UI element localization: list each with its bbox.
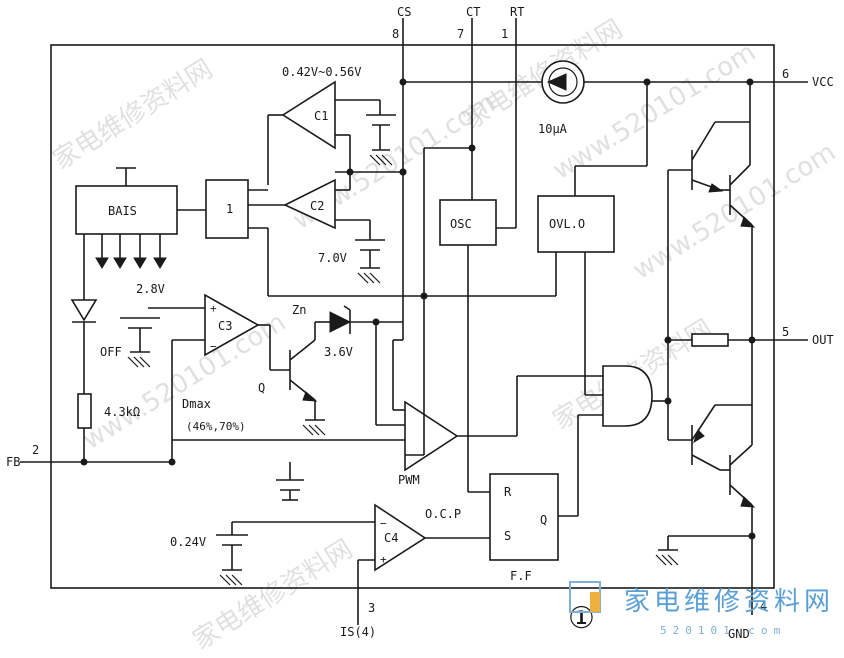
pin-gnd-number: 4: [760, 599, 767, 613]
ff-r-label: R: [504, 485, 512, 499]
pin-ct: CT 7: [457, 5, 480, 45]
pin-cs-number: 8: [392, 27, 399, 41]
c2-ref-label: 7.0V: [318, 251, 347, 265]
comparator-c2: C2 7.0V: [283, 168, 407, 284]
pin-vcc-number: 6: [782, 67, 789, 81]
c4-plus: +: [380, 553, 387, 566]
pin-gnd-label: GND: [728, 627, 750, 641]
transistor-q-label: Q: [258, 381, 265, 395]
logo-mark-accent: [590, 592, 600, 612]
pwm-comparator: PWM: [276, 147, 603, 501]
c4-minus: −: [380, 517, 387, 530]
ocp-label: O.C.P: [425, 507, 461, 521]
output-stage: 5 OUT 4 GND: [655, 82, 834, 641]
bias-block: BAIS: [75, 167, 206, 269]
logo-url-text: 520101.com: [660, 624, 786, 637]
logic-gate-1: 1: [205, 179, 556, 297]
ovlo-block: OVL.O: [537, 82, 648, 396]
pin-ct-label: CT: [466, 5, 480, 19]
comparator-c3: C3 + − 2.8V OFF: [100, 282, 271, 370]
c3-plus: +: [210, 302, 217, 315]
dmax-annotation: Dmax (46%,70%): [182, 397, 246, 433]
watermark-text: 家电维修资料网: [188, 534, 358, 656]
c1-ref-label: 0.42V~0.56V: [282, 65, 361, 79]
transistor-q: Q: [258, 322, 326, 436]
output-logic-gate: [602, 169, 692, 441]
c3-ref-label: 2.8V: [136, 282, 165, 296]
pin-out-label: OUT: [812, 333, 834, 347]
c4-ref-label: 0.24V: [170, 535, 206, 549]
comparator-c4: C4 − + O.C.P 0.24V 3 IS(4): [170, 503, 490, 639]
comparator-c4-label: C4: [384, 531, 398, 545]
ff-q-label: Q: [540, 513, 547, 527]
flip-flop: R S Q F.F: [489, 414, 603, 583]
watermark-text: 家电维修资料网: [48, 54, 218, 176]
watermark-text: www.520101.com: [628, 137, 841, 286]
pin-out-number: 5: [782, 325, 789, 339]
oscillator-label: OSC: [450, 217, 472, 231]
pwm-label: PWM: [398, 473, 420, 487]
pin-rt-number: 1: [501, 27, 508, 41]
zener-name-label: Zn: [292, 303, 306, 317]
pin-is-label: IS(4): [340, 625, 376, 639]
ff-label: F.F: [510, 569, 532, 583]
current-source-10ua: 10μA: [538, 60, 585, 136]
dmax-label: Dmax: [182, 397, 211, 411]
comparator-c1: C1 0.42V~0.56V: [267, 65, 396, 185]
pin-ct-number: 7: [457, 27, 464, 41]
zener-volt-label: 3.6V: [324, 345, 353, 359]
pin-is-number: 3: [368, 601, 375, 615]
pin-vcc-label: VCC: [812, 75, 834, 89]
comparator-c2-label: C2: [310, 199, 324, 213]
comparator-c1-label: C1: [314, 109, 328, 123]
dmax-value: (46%,70%): [186, 420, 246, 433]
cs-to-pwm-wire: [392, 168, 407, 411]
pin-fb-label: FB: [6, 455, 20, 469]
current-source-label: 10μA: [538, 122, 568, 136]
comparator-c3-label: C3: [218, 319, 232, 333]
c3-minus: −: [210, 340, 217, 353]
pin-cs-label: CS: [397, 5, 411, 19]
off-label: OFF: [100, 345, 122, 359]
bias-block-label: BAIS: [108, 204, 137, 218]
logic-gate-1-label: 1: [226, 202, 233, 216]
ff-s-label: S: [504, 529, 511, 543]
ovlo-label: OVL.O: [549, 217, 585, 231]
site-logo: 家电维修资料网 520101.com: [569, 581, 834, 637]
pin-fb-number: 2: [32, 443, 39, 457]
pin-cs: CS 8: [392, 5, 411, 45]
zener-diode: Zn 3.6V: [292, 303, 405, 426]
fb-chain: 4.3kΩ 2 FB: [6, 234, 405, 469]
logo-chinese-text: 家电维修资料网: [624, 587, 834, 617]
resistor-label: 4.3kΩ: [104, 405, 140, 419]
pin-rt: RT 1: [501, 5, 524, 45]
vcc-rail: 6 VCC: [399, 45, 834, 320]
ic-outline: [50, 44, 775, 589]
pin-rt-label: RT: [510, 5, 524, 19]
oscillator-block: OSC: [439, 45, 517, 493]
